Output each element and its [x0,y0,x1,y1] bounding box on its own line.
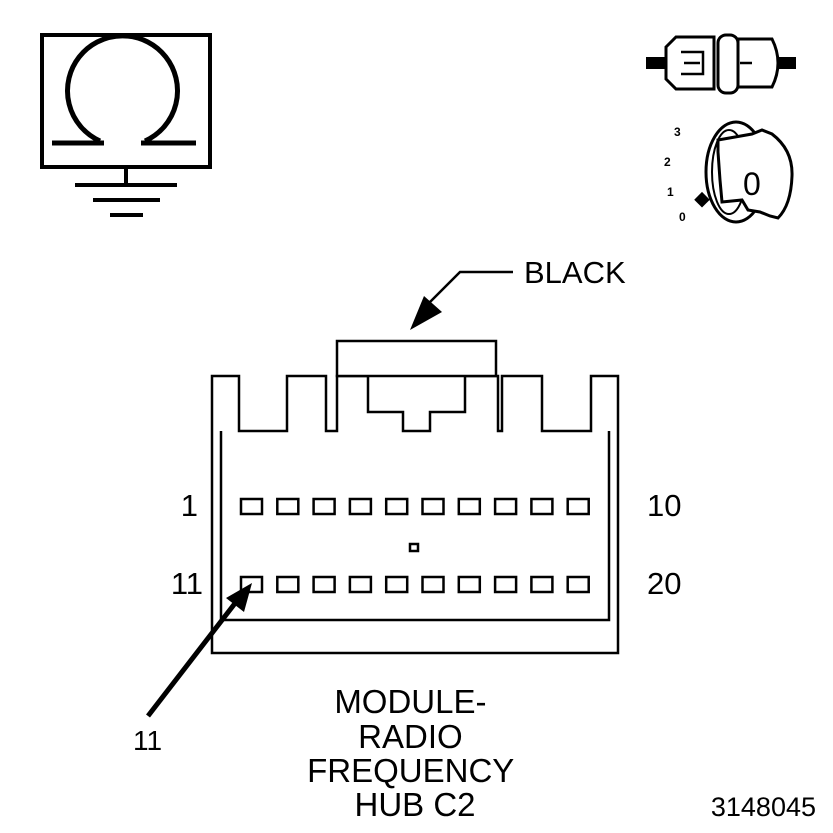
color-callout: BLACK [410,255,626,330]
disconnected-connector-icon [646,33,796,95]
connector-body [210,339,620,655]
row1-end-label: 10 [647,488,681,523]
pin-cavity-7 [457,497,482,516]
key-position-0: 0 [679,210,686,224]
pin-cavity-8 [493,497,518,516]
figure-id: 3148045 [711,792,816,822]
pin-pointer-label: 11 [133,725,162,756]
pin-cavity-6 [421,497,445,516]
pin-cavity-5 [384,497,409,516]
pin-cavity-3 [312,497,336,516]
key-position-1: 1 [667,185,674,199]
pin-pointer: 11 [133,583,252,756]
pin-cavity-16 [421,575,445,594]
pin-cavity-2 [276,497,300,516]
title-line-1: MODULE- [334,683,486,720]
pin-cavity-4 [348,497,373,516]
key-position-3: 3 [674,125,681,139]
ohm-meter-ground-icon [40,33,212,217]
title-line-2: RADIO [358,718,463,755]
pin-cavity-13 [312,575,336,594]
pin-cavity-12 [276,575,300,594]
title-line-3: FREQUENCY [307,752,514,789]
row2-start-label: 11 [171,566,203,601]
pin-cavity-9 [530,497,554,516]
pin-cavity-1 [239,497,264,516]
pin-cavity-14 [348,575,373,594]
pin-cavity-18 [493,575,518,594]
pin-cavity-19 [530,575,554,594]
key-position-2: 2 [664,155,671,169]
row1-start-label: 1 [181,488,198,523]
pin-cavity-15 [384,575,409,594]
connector-title: MODULE- RADIO FREQUENCY HUB C2 [307,683,523,823]
ignition-key-icon: 3 2 1 0 0 [664,120,794,224]
pin-cavity-17 [457,575,482,594]
row2-end-label: 20 [647,566,681,601]
pin-cavity-10 [566,497,590,516]
key-position-label: 0 [743,166,761,202]
pin-cavity-20 [566,575,590,594]
title-line-4: HUB C2 [354,786,475,823]
color-callout-label: BLACK [524,255,626,290]
